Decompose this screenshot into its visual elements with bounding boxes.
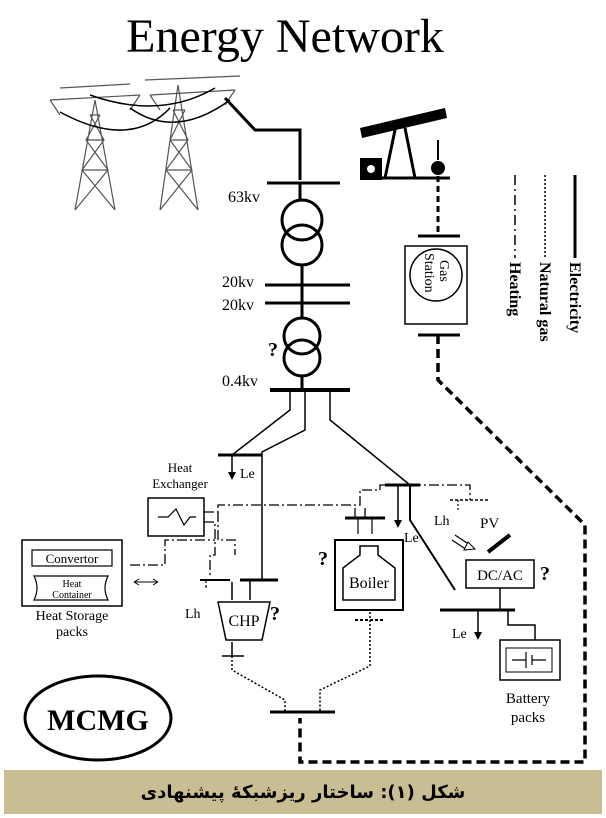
legend: Electricity Natural gas Heating: [506, 175, 583, 342]
question-boiler: ?: [318, 548, 328, 570]
oil-pump-icon: [360, 108, 450, 180]
heat-exchanger-label-2: Exchanger: [152, 476, 208, 491]
pv-panel-icon: [486, 533, 512, 554]
gas-station-icon: [409, 248, 463, 302]
legend-electricity: Electricity: [566, 262, 583, 333]
label-63kv: 63kv: [228, 189, 260, 206]
battery-label-1: Battery: [506, 691, 551, 707]
transformer-2-icon: [282, 316, 322, 356]
gas-pipeline: [298, 335, 587, 764]
legend-natural-gas: Natural gas: [536, 262, 553, 342]
label-20kv-a: 20kv: [222, 274, 254, 291]
heat-storage-label-1: Heat Storage: [36, 609, 109, 624]
heat-storage-label-2: packs: [56, 625, 88, 640]
label-20kv-b: 20kv: [222, 297, 254, 314]
figure-caption: شکل (۱): ساختار ریزشبکهٔ پیشنهادی: [140, 781, 466, 803]
feeder-line: [223, 96, 302, 180]
figure-caption-bar: شکل (۱): ساختار ریزشبکهٔ پیشنهادی: [4, 770, 602, 814]
figure-title: Energy Network: [126, 10, 444, 63]
gas-station-label-1: Gas: [436, 260, 451, 282]
boiler-icon: [342, 545, 396, 601]
heat-exchanger-icon: [158, 507, 196, 527]
boiler-label: Boiler: [349, 575, 390, 592]
gas-station-label-2: Station: [421, 253, 436, 293]
heat-container-label-1: Heat: [63, 579, 82, 590]
chp-icon: [217, 601, 271, 641]
chp-label: CHP: [228, 613, 259, 630]
transformer-1-icon: [280, 198, 324, 242]
label-04kv: 0.4kv: [222, 373, 258, 390]
network-diagram: Energy Network 63kv 20kv 20kv ? 0.4kv El: [21, 10, 587, 764]
mcmg-label: MCMG: [47, 704, 149, 737]
convertor-label: Convertor: [46, 551, 99, 566]
heat-container-label-2: Container: [52, 590, 92, 601]
battery-label-2: packs: [511, 710, 545, 726]
pv-label: PV: [480, 516, 499, 532]
question-chp: ?: [270, 603, 280, 625]
dcac-label: DC/AC: [477, 568, 523, 584]
load-lh-2: Lh: [434, 514, 450, 529]
bidirectional-arrow-icon: [133, 578, 159, 586]
heat-exchanger-label-1: Heat: [168, 460, 193, 475]
heating-network: [130, 484, 471, 578]
heat-container-icon: [33, 575, 109, 601]
mcmg-badge: [23, 674, 173, 762]
load-lh-1: Lh: [185, 607, 201, 622]
legend-heating: Heating: [506, 262, 523, 316]
load-le-2: Le: [404, 531, 419, 546]
question-dcac: ?: [540, 563, 550, 585]
convertor-box: [31, 549, 113, 567]
question-transformer: ?: [268, 339, 278, 361]
transmission-towers-icon: [49, 75, 241, 211]
load-le-1: Le: [240, 467, 255, 482]
load-le-3: Le: [452, 627, 467, 642]
